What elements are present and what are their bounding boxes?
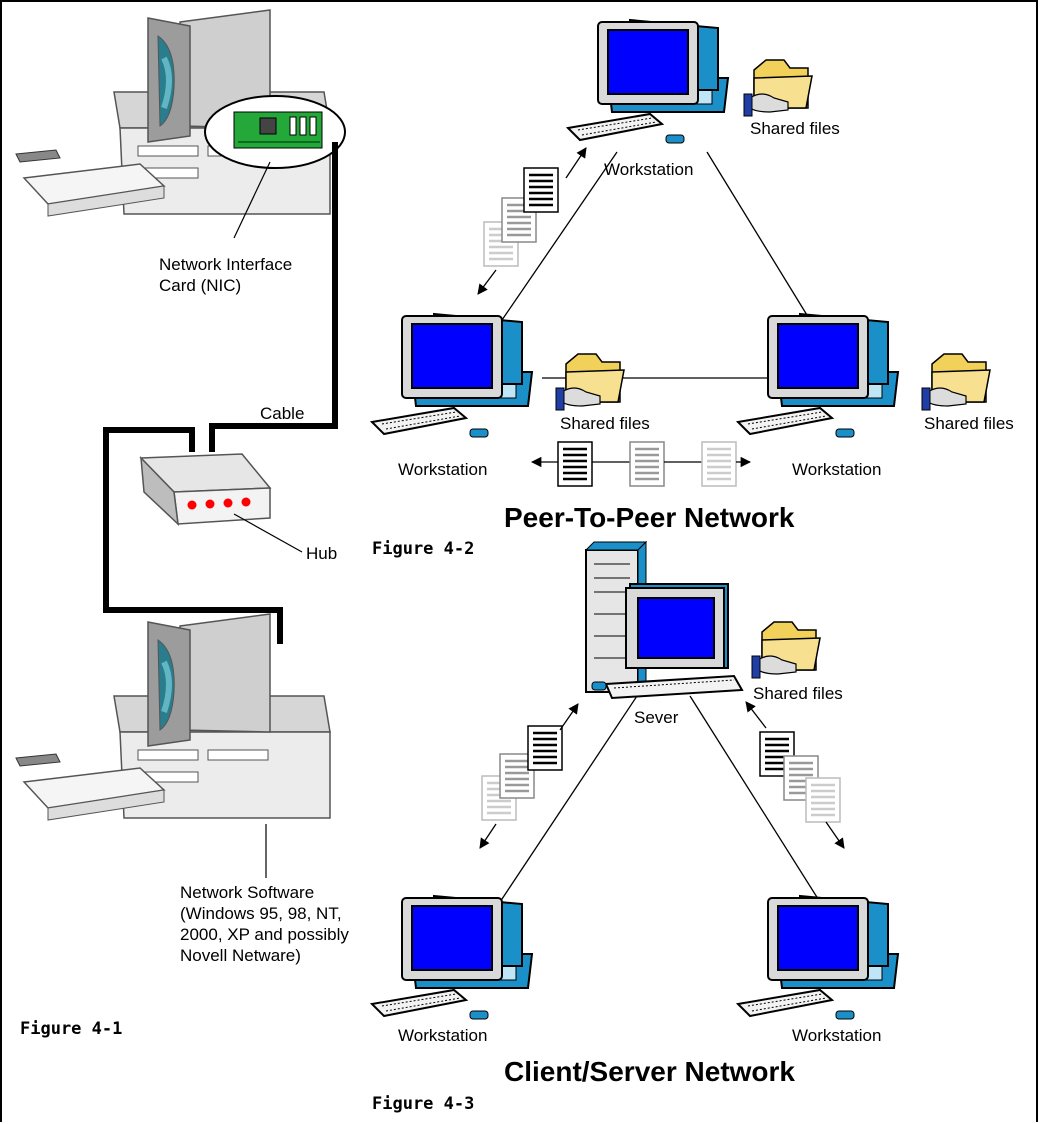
p2p-left-workstation-label: Workstation	[398, 460, 488, 479]
hub-label: Hub	[306, 544, 338, 563]
p2p-top-workstation-label: Workstation	[604, 160, 694, 179]
shared-files-label-middle: Shared files	[560, 414, 650, 433]
shared-files-label-right: Shared files	[924, 414, 1014, 433]
cs-docs-left	[479, 703, 579, 849]
network-software-label: Network Software (Windows 95, 98, NT, 20…	[180, 883, 349, 965]
figure-4-3-label: Figure 4-3	[372, 1094, 475, 1114]
p2p-left-workstation	[371, 313, 533, 438]
cs-title: Client/Server Network	[504, 1056, 795, 1087]
figure-4-1-label: Figure 4-1	[20, 1019, 123, 1039]
figure-4-2-label: Figure 4-2	[372, 539, 475, 559]
shared-files-label-server: Shared files	[753, 684, 843, 703]
p2p-docs-bottom	[530, 440, 752, 488]
p2p-top-workstation	[567, 19, 729, 144]
cs-left-workstation	[371, 895, 533, 1020]
nic-label: Network Interface Card (NIC)	[159, 255, 293, 295]
cs-links	[499, 695, 821, 903]
folder-icon	[743, 59, 813, 117]
cs-right-workstation-label: Workstation	[792, 1026, 882, 1045]
server	[584, 540, 744, 700]
folder-icon	[921, 353, 991, 411]
cable-label: Cable	[260, 404, 305, 423]
shared-files-label-top: Shared files	[750, 119, 840, 138]
nic-callout	[204, 95, 346, 239]
folder-icon	[751, 621, 821, 679]
cs-left-workstation-label: Workstation	[398, 1026, 488, 1045]
p2p-docs-left	[477, 147, 587, 295]
cs-right-workstation	[737, 895, 899, 1020]
cs-docs-right	[745, 701, 845, 849]
folder-icon	[555, 353, 625, 411]
p2p-right-workstation	[737, 313, 899, 438]
hub	[139, 453, 303, 553]
network-cable	[103, 142, 338, 644]
p2p-right-workstation-label: Workstation	[792, 460, 882, 479]
server-label: Sever	[634, 708, 679, 727]
p2p-title: Peer-To-Peer Network	[504, 502, 795, 533]
pc-bottom	[16, 614, 330, 820]
